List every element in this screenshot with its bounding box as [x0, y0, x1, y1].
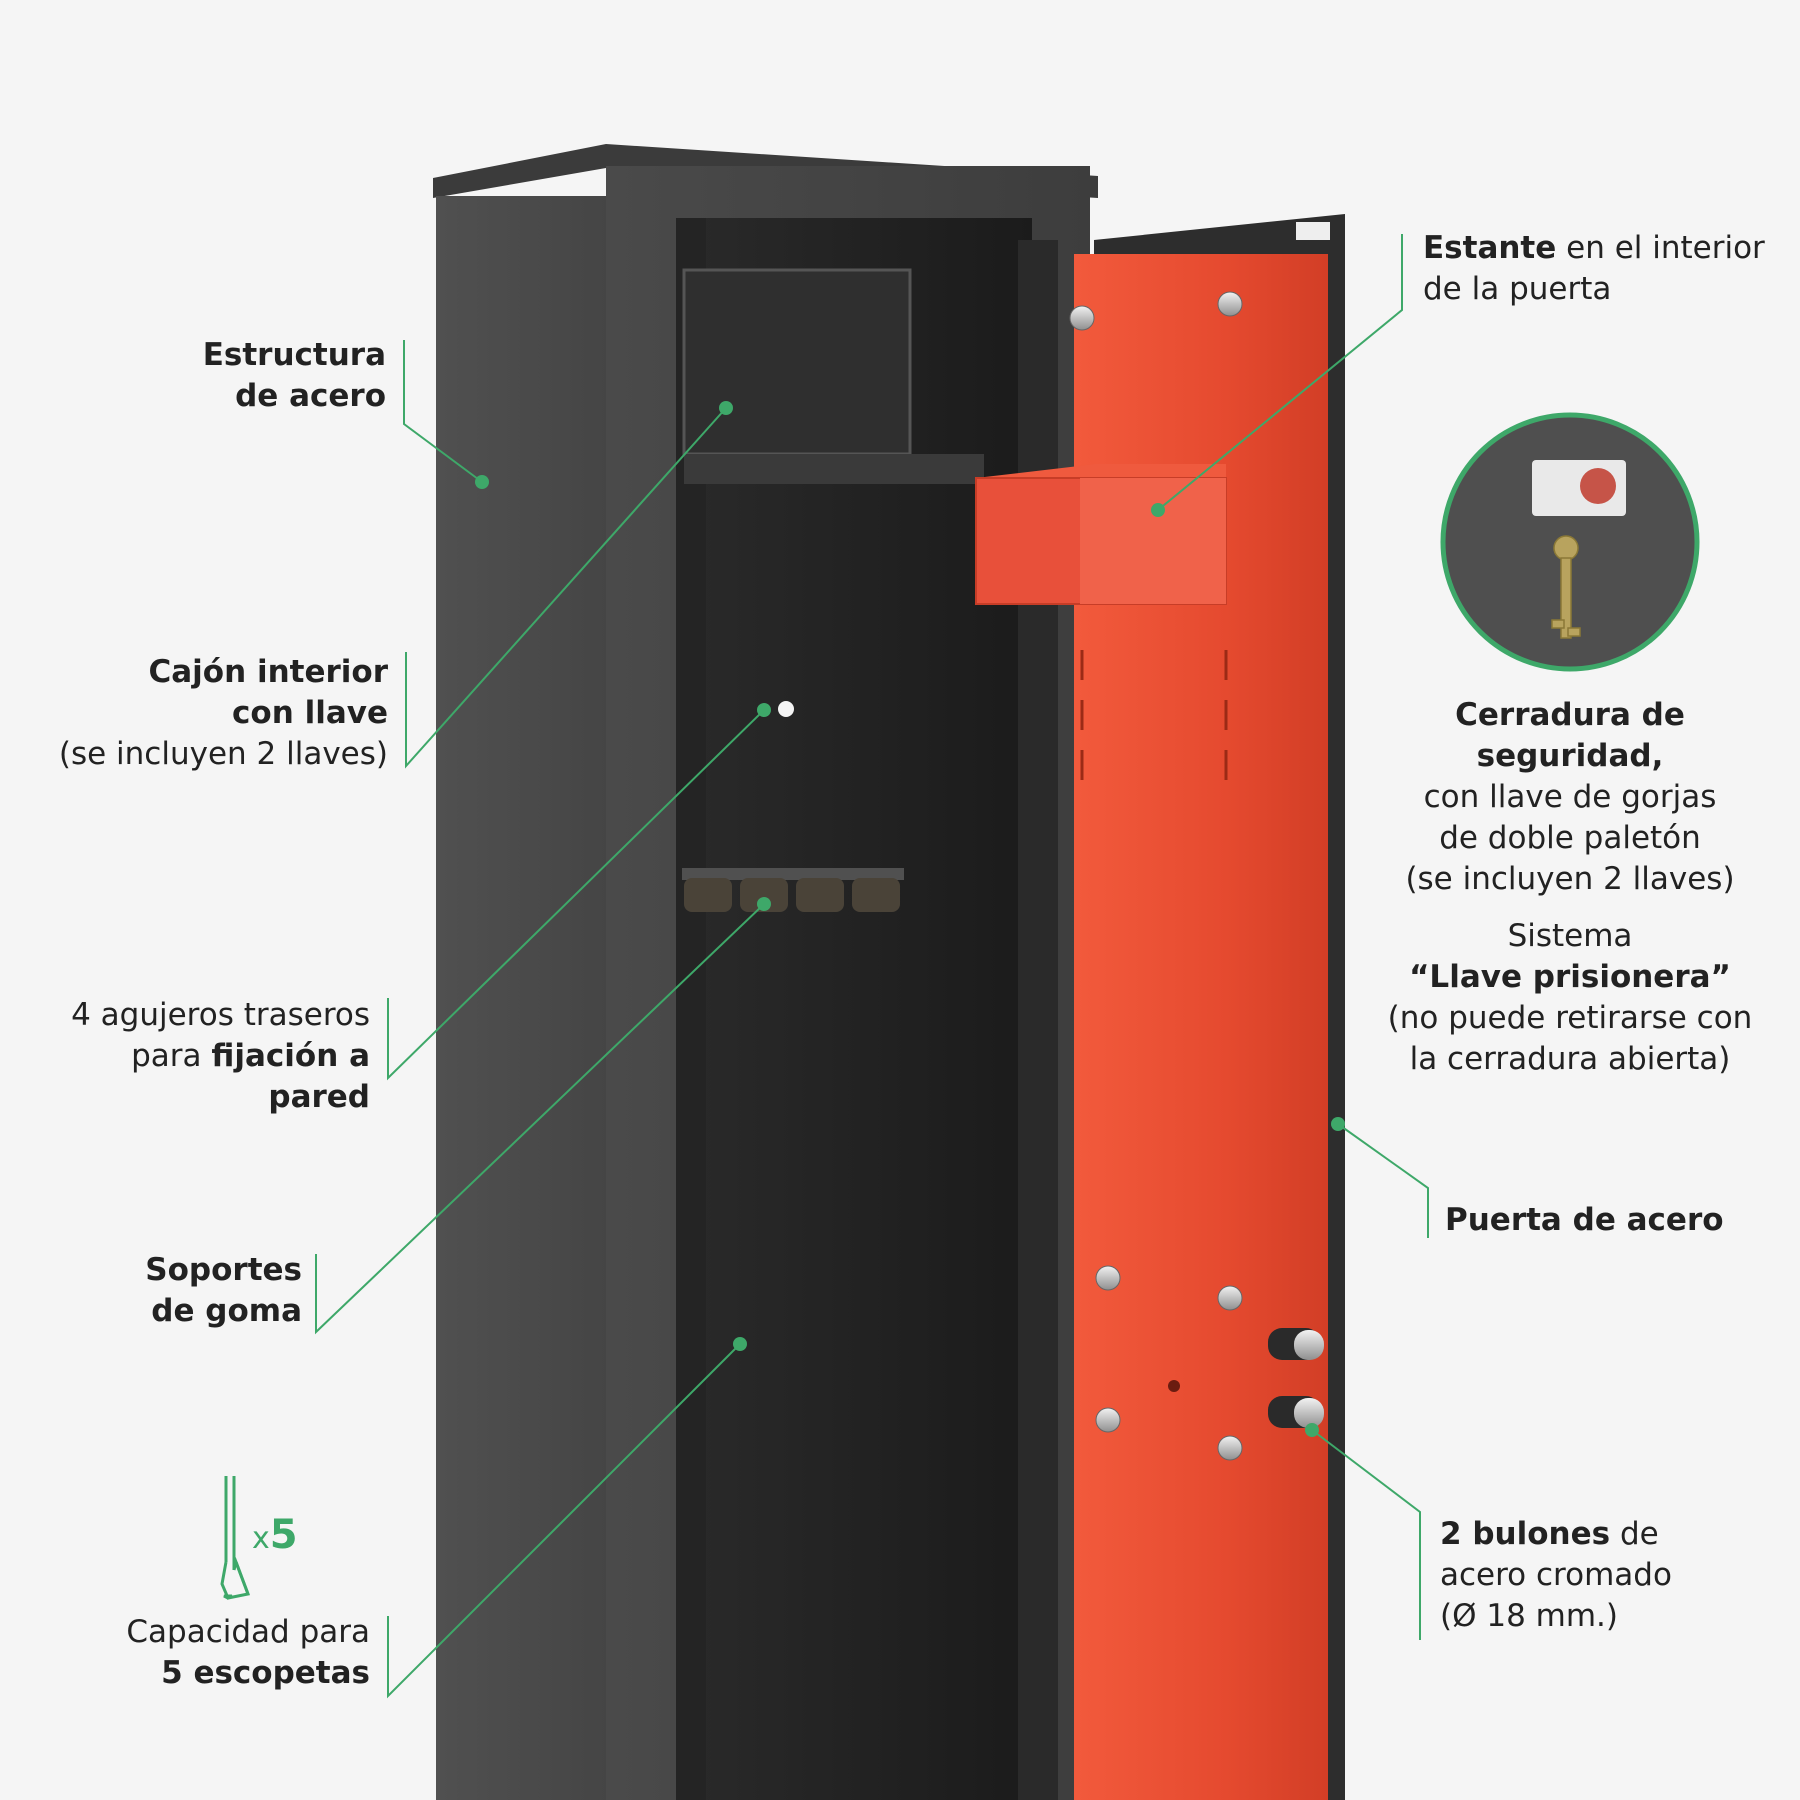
- leader-estante: [1157, 234, 1403, 511]
- bulones-bold: 2 bulones: [1440, 1516, 1611, 1552]
- capacity-count-number: 5: [269, 1512, 298, 1558]
- label-bulones: 2 bulones de acero cromado (Ø 18 mm.): [1440, 1514, 1770, 1637]
- label-soportes: Soportes de goma: [100, 1250, 302, 1332]
- cajon-bold2: con llave: [232, 695, 388, 731]
- cerradura-bold2: “Llave prisionera”: [1409, 959, 1731, 995]
- leader-puerta: [1337, 1123, 1429, 1238]
- soportes-bold2: de goma: [151, 1293, 302, 1329]
- capacity-count-prefix: x: [252, 1521, 270, 1556]
- capacity-count: x5: [252, 1512, 298, 1558]
- cabinet-body: [433, 144, 1098, 1800]
- label-agujeros: 4 agujeros traseros para fijación a pare…: [20, 995, 370, 1118]
- estructura-bold2: de acero: [235, 378, 386, 414]
- soportes-bold1: Soportes: [145, 1252, 302, 1288]
- puerta-bold: Puerta de acero: [1445, 1202, 1724, 1238]
- interior-drawer: [682, 268, 912, 456]
- estante-normal2: de la puerta: [1423, 271, 1612, 307]
- leader-lines: [315, 234, 1429, 1699]
- label-estructura: Estructura de acero: [150, 335, 386, 417]
- door-batch-label: [1296, 222, 1330, 240]
- cabinet-side-panel: [436, 196, 608, 1800]
- bulones-normal1: de: [1610, 1516, 1659, 1552]
- leader-capacidad: [387, 1343, 741, 1699]
- steel-door: [975, 214, 1345, 1800]
- wall-fixing-hole: [778, 701, 794, 717]
- bulones-normal3: (Ø 18 mm.): [1440, 1598, 1618, 1634]
- leader-agujeros: [387, 709, 765, 1081]
- capacidad-normal: Capacidad para: [126, 1614, 370, 1650]
- rubber-supports: [684, 878, 900, 912]
- door-keyhole: [1168, 1380, 1180, 1392]
- door-shelf: [975, 464, 1227, 605]
- label-capacidad: Capacidad para 5 escopetas: [60, 1612, 370, 1694]
- label-cajon: Cajón interior con llave (se incluyen 2 …: [40, 652, 388, 775]
- door-screws: [1069, 291, 1243, 1461]
- label-puerta: Puerta de acero: [1445, 1200, 1765, 1241]
- estante-bold: Estante: [1423, 230, 1557, 266]
- cajon-normal: (se incluyen 2 llaves): [58, 736, 388, 772]
- leader-estructura: [403, 340, 483, 483]
- rubber-support-shelf: [682, 868, 904, 880]
- cerradura-bold: Cerradura de seguridad,: [1455, 697, 1685, 774]
- agujeros-normal1: 4 agujeros traseros: [71, 997, 370, 1033]
- estante-normal1: en el interior: [1556, 230, 1765, 266]
- estructura-bold1: Estructura: [202, 337, 386, 373]
- chrome-bolts: [1268, 1328, 1324, 1428]
- drawer-lower-gap: [684, 454, 984, 484]
- shotgun-icon: [220, 1476, 251, 1600]
- bulones-normal2: acero cromado: [1440, 1557, 1672, 1593]
- leader-soportes: [315, 903, 765, 1335]
- label-cerradura: Cerradura de seguridad, con llave de gor…: [1360, 695, 1780, 1080]
- cerradura-line2: con llave de gorjas: [1423, 779, 1717, 815]
- leader-dots: [475, 401, 1345, 1437]
- leader-bulones: [1311, 1429, 1421, 1640]
- cerradura-line3: de doble paletón: [1439, 820, 1701, 856]
- cerradura-line4: (se incluyen 2 llaves): [1405, 861, 1735, 897]
- label-estante: Estante en el interior de la puerta: [1423, 228, 1783, 310]
- cerradura-line7: (no puede retirarse con: [1387, 1000, 1753, 1036]
- capacidad-bold: 5 escopetas: [161, 1655, 370, 1691]
- cerradura-line8: la cerradura abierta): [1409, 1041, 1731, 1077]
- cerradura-line5: Sistema: [1507, 918, 1633, 954]
- agujeros-normal2: para: [131, 1038, 212, 1074]
- agujeros-bold: fijación a pared: [211, 1038, 370, 1115]
- door-slots: [1080, 650, 1228, 780]
- leader-cajon: [405, 407, 727, 769]
- cajon-bold1: Cajón interior: [148, 654, 389, 690]
- key-lock-closeup-icon: [1440, 412, 1700, 672]
